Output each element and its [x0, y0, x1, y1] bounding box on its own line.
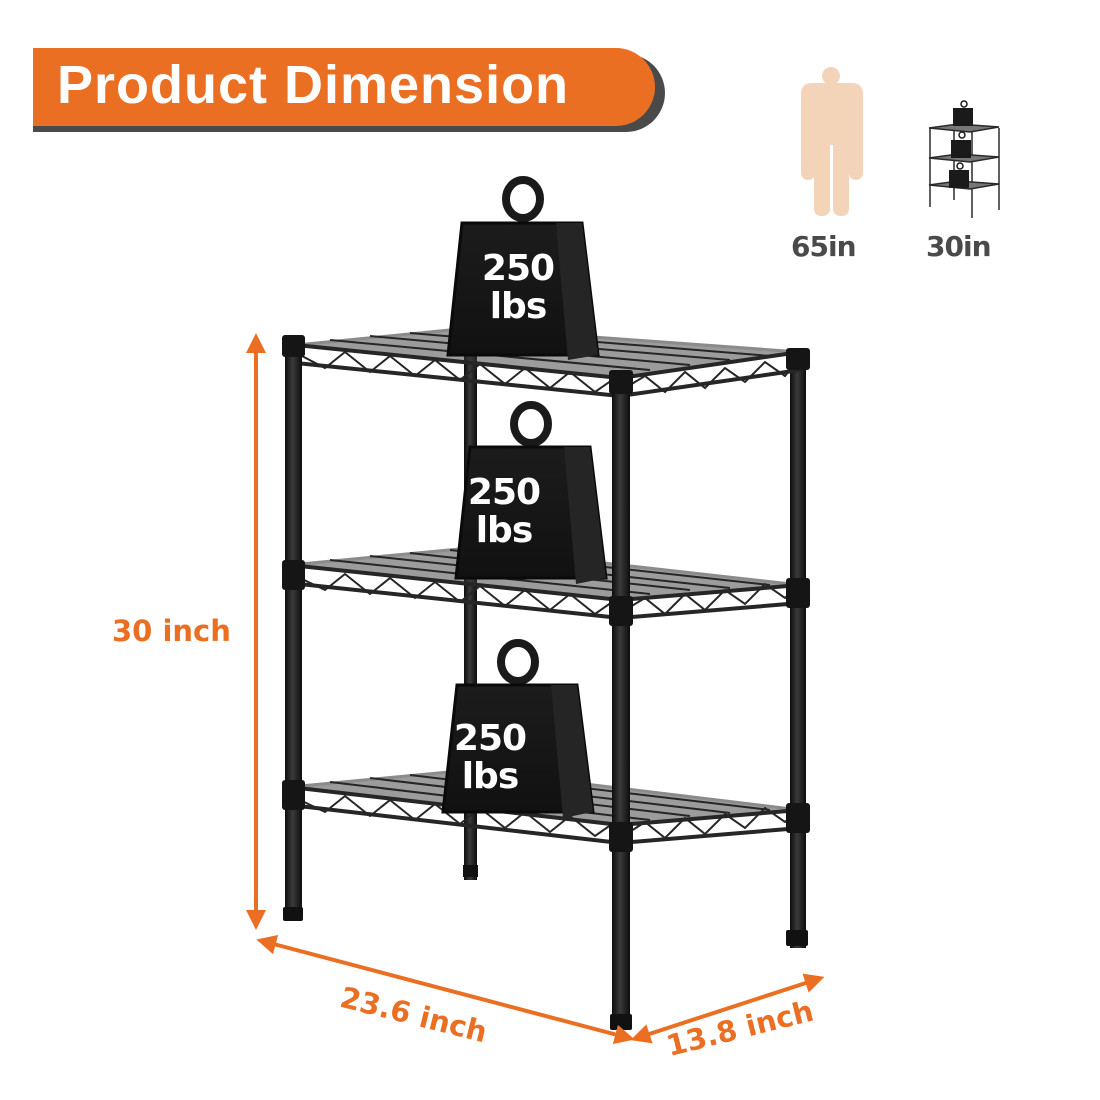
weight-number: 250: [481, 248, 555, 289]
depth-arrow: [630, 973, 825, 1044]
title-banner: [33, 48, 655, 126]
weight-icon: [446, 176, 600, 360]
weight-unit: lbs: [489, 286, 548, 327]
weight-icon: [441, 639, 595, 818]
weight-number: 250: [467, 472, 541, 513]
shelf-front-posts: [282, 335, 810, 1030]
weight-unit: lbs: [461, 756, 520, 797]
weight-label-middle: 250 lbs: [464, 474, 544, 550]
page-title: Product Dimension: [57, 55, 570, 115]
dimension-arrows: [246, 333, 825, 1045]
shelf-height-label: 30in: [926, 230, 991, 263]
weight-unit: lbs: [475, 510, 534, 551]
person-height-label: 65in: [791, 230, 856, 263]
height-dimension-label: 30 inch: [112, 614, 231, 648]
mini-shelf-icon: [928, 100, 1000, 218]
person-silhouette-icon: [801, 67, 863, 216]
width-arrow: [256, 934, 635, 1045]
weight-label-top: 250 lbs: [478, 250, 558, 326]
weight-label-bottom: 250 lbs: [450, 720, 530, 796]
weight-icon: [454, 401, 608, 584]
weight-number: 250: [453, 718, 527, 759]
